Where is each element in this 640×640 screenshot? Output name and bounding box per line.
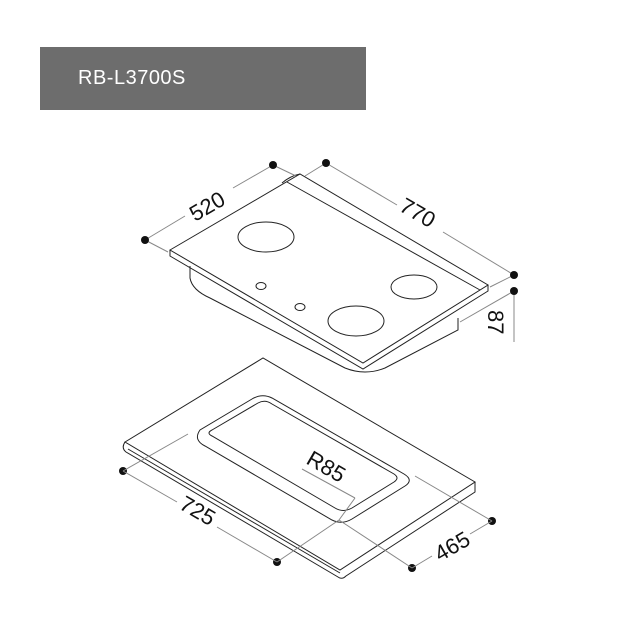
knob-1 xyxy=(255,282,267,290)
model-name: RB-L3700S xyxy=(78,67,186,89)
burner-large xyxy=(237,221,295,253)
dim-465: 465 xyxy=(430,526,474,566)
burner-small xyxy=(390,274,438,300)
burner-front xyxy=(327,305,385,337)
cutout-dimension-lines xyxy=(122,433,493,569)
knob-2 xyxy=(294,303,306,311)
dim-87: 87 xyxy=(483,310,508,334)
dim-725: 725 xyxy=(176,491,220,531)
cutout-board xyxy=(122,357,476,579)
cooktop-drawing xyxy=(169,173,489,373)
cooktop-dimension-lines xyxy=(144,162,515,342)
dim-770: 770 xyxy=(396,193,440,233)
model-title-bar: RB-L3700S xyxy=(40,47,366,110)
